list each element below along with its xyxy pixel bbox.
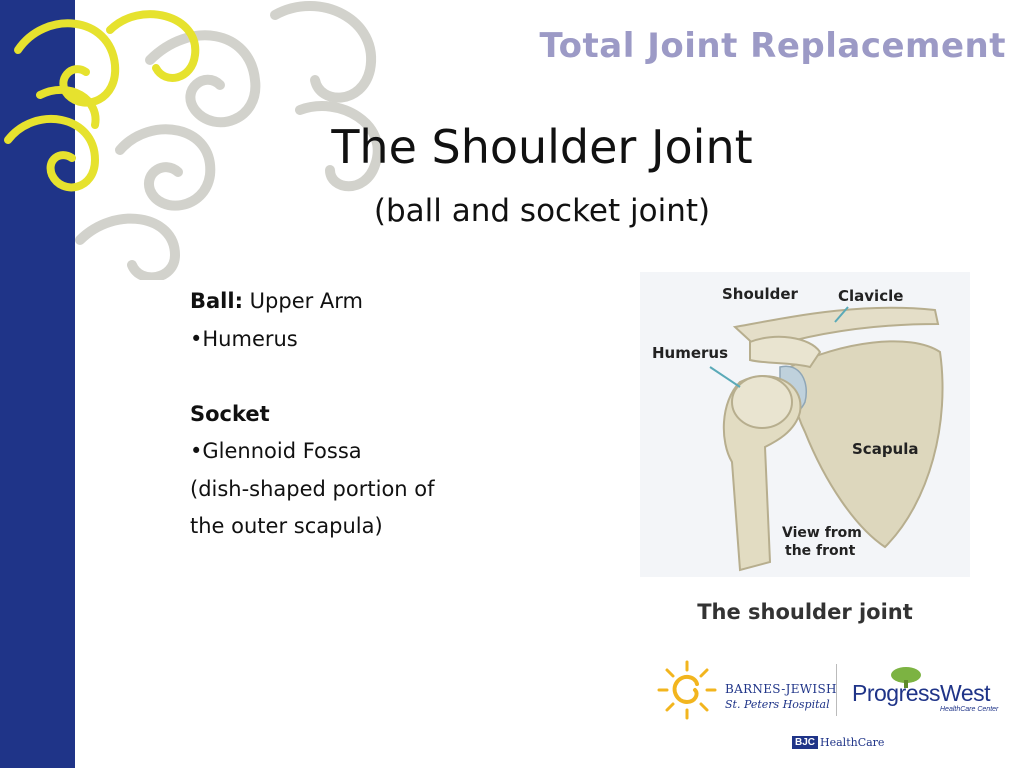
- logo-divider: [836, 664, 837, 716]
- socket-label: Socket: [190, 396, 520, 434]
- bjc-text: HealthCare: [820, 736, 885, 750]
- socket-desc-1: (dish-shaped portion of: [190, 476, 435, 501]
- label-clavicle: Clavicle: [838, 287, 903, 305]
- humeral-head: [731, 375, 793, 429]
- label-the-front: the front: [785, 543, 856, 559]
- bjsp-subname: St. Peters Hospital: [725, 698, 830, 711]
- acromion: [749, 335, 822, 369]
- bjsp-name: BARNES-JEWISH: [725, 682, 837, 696]
- tree-icon: [891, 667, 921, 688]
- socket-desc-2: the outer scapula): [190, 514, 383, 538]
- socket-label-text: Socket: [190, 401, 270, 426]
- progresswest-logo: ProgressWest HealthCare Center: [850, 666, 1010, 716]
- left-accent-bar: [0, 0, 75, 768]
- socket-item: •Glennoid Fossa: [190, 439, 362, 463]
- progresswest-sub: HealthCare Center: [940, 706, 999, 713]
- barnes-jewish-logo: BARNES-JEWISH St. Peters Hospital: [655, 658, 855, 726]
- body-text: Ball: Upper Arm •Humerus Socket •Glennoi…: [190, 283, 520, 546]
- diagram-caption: The shoulder joint: [697, 600, 913, 624]
- humerus-bone: [722, 375, 802, 572]
- header-title: Total Joint Replacement: [539, 26, 1006, 66]
- decorative-swirls: [4, 1, 383, 280]
- ball-label: Ball:: [190, 289, 243, 313]
- sun-icon: [657, 660, 717, 720]
- label-shoulder: Shoulder: [722, 285, 799, 303]
- scapula-bone: [788, 340, 944, 549]
- ball-line: Ball: Upper Arm: [190, 283, 520, 321]
- bjc-box: BJC: [792, 736, 819, 750]
- humerus-pointer: [709, 366, 741, 388]
- spacer: [190, 358, 520, 396]
- slide-subtitle: (ball and socket joint): [373, 193, 711, 229]
- ball-item: •Humerus: [190, 326, 298, 351]
- shoulder-diagram: Shoulder Clavicle Humerus Scapula View f…: [640, 272, 970, 577]
- progresswest-name: ProgressWest: [852, 680, 991, 706]
- slide-title: The Shoulder Joint: [331, 120, 753, 174]
- label-scapula: Scapula: [852, 440, 919, 458]
- clavicle-pointer: [834, 306, 849, 323]
- ball-value: Upper Arm: [242, 289, 364, 313]
- label-humerus: Humerus: [652, 344, 728, 362]
- label-view-from: View from: [782, 525, 862, 541]
